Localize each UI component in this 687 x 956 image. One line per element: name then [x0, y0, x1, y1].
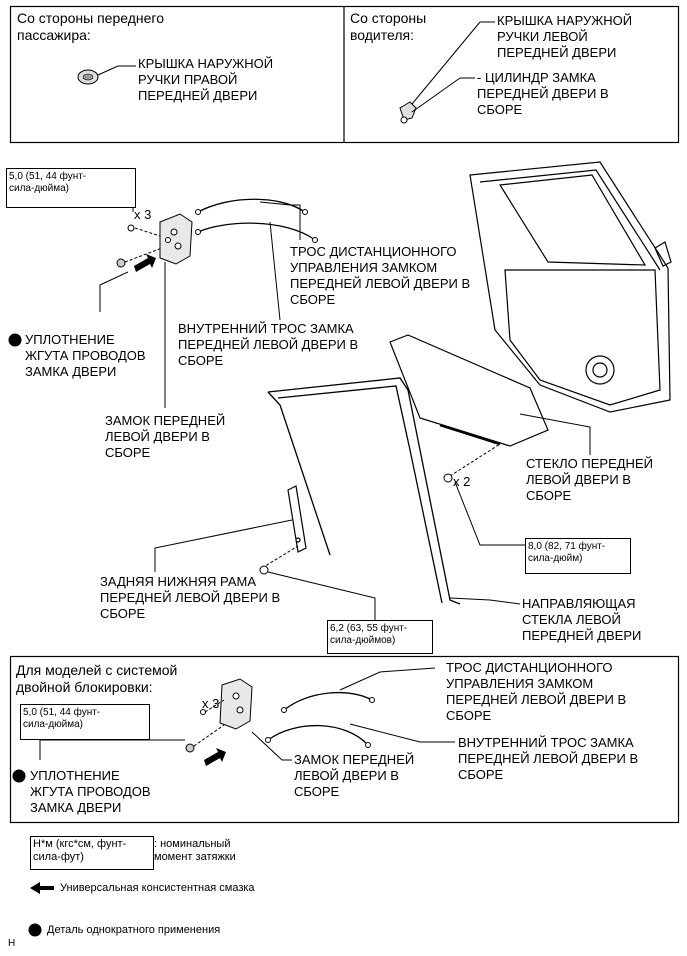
torque-spec-lock: 5,0 (51, 44 фунт- сила-дюйма): [6, 168, 136, 208]
rear-lower-frame-label: ЗАДНЯЯ НИЖНЯЯ РАМА ПЕРЕДНЕЙ ЛЕВОЙ ДВЕРИ …: [100, 574, 281, 621]
inner-lock-cable-label-2: ВНУТРЕННИЙ ТРОС ЗАМКА ПЕРЕДНЕЙ ЛЕВОЙ ДВЕ…: [458, 735, 639, 782]
quantity-x2: x 2: [453, 474, 471, 489]
single-use-mark: [8, 333, 22, 347]
remote-control-cable-label-2: ТРОС ДИСТАНЦИОННОГО УПРАВЛЕНИЯ ЗАМКОМ ПЕ…: [446, 660, 627, 723]
double-lock-heading: Для моделей с системой двойной блокировк…: [16, 662, 178, 695]
torque-spec-lock-2: 5,0 (51, 44 фунт- сила-дюйма): [20, 704, 150, 740]
glass-guide-label: НАПРАВЛЯЮЩАЯ СТЕКЛА ЛЕВОЙ ПЕРЕДНЕЙ ДВЕРИ: [522, 596, 642, 643]
door-lock-label-2: ЗАМОК ПЕРЕДНЕЙ ЛЕВОЙ ДВЕРИ В СБОРЕ: [294, 752, 415, 799]
wire-harness-seal-label-2: УПЛОТНЕНИЕ ЖГУТА ПРОВОДОВ ЗАМКА ДВЕРИ: [30, 768, 151, 815]
torque-spec-glass: 8,0 (82, 71 фунт- сила-дюйм): [525, 538, 631, 574]
grease-arrow-icon: [134, 254, 156, 272]
footer-mark: H: [8, 938, 16, 949]
quantity-x3: x 3: [134, 207, 152, 222]
grease-legend-label: Универсальная консистентная смазка: [60, 882, 255, 894]
door-lock-icon-2: [219, 678, 253, 730]
passenger-handle-cover-icon: [77, 69, 99, 85]
single-use-mark: [12, 769, 26, 783]
door-glass-label: СТЕКЛО ПЕРЕДНЕЙ ЛЕВОЙ ДВЕРИ В СБОРЕ: [526, 456, 653, 503]
door-panel-icon: [469, 161, 672, 413]
grease-legend-icon: [30, 882, 54, 894]
single-use-legend-label: Деталь однократного применения: [47, 924, 221, 936]
door-glass-icon: [389, 334, 549, 447]
single-use-mark: [28, 923, 42, 937]
wire-harness-seal-label: УПЛОТНЕНИЕ ЖГУТА ПРОВОДОВ ЗАМКА ДВЕРИ: [25, 332, 146, 379]
driver-lock-cylinder-icon: [399, 101, 417, 124]
passenger-side-heading: Со стороны переднего пассажира:: [17, 10, 164, 43]
lock-cylinder-label: - ЦИЛИНДР ЗАМКА ПЕРЕДНЕЙ ДВЕРИ В СБОРЕ: [477, 70, 609, 117]
torque-unit-legend: Н*м (кгс*см, фунт- сила-фут): [30, 836, 154, 870]
driver-handle-cover-label: КРЫШКА НАРУЖНОЙ РУЧКИ ЛЕВОЙ ПЕРЕДНЕЙ ДВЕ…: [497, 13, 633, 60]
grease-arrow-icon-2: [204, 748, 226, 766]
torque-legend-description: : номинальный момент затяжки: [154, 838, 236, 863]
remote-control-cable-label: ТРОС ДИСТАНЦИОННОГО УПРАВЛЕНИЯ ЗАМКОМ ПЕ…: [290, 244, 471, 307]
driver-side-heading: Со стороны водителя:: [350, 10, 427, 43]
torque-spec-frame: 6,2 (63, 55 фунт- сила-дюймов): [327, 620, 433, 654]
quantity-x3-2: x 3: [202, 696, 220, 711]
inner-lock-cable-label: ВНУТРЕННИЙ ТРОС ЗАМКА ПЕРЕДНЕЙ ЛЕВОЙ ДВЕ…: [178, 321, 359, 368]
rear-lower-frame-icon: [287, 485, 307, 553]
door-lock-icon: [159, 213, 193, 265]
glass-guide-icon: [267, 377, 461, 605]
door-lock-label: ЗАМОК ПЕРЕДНЕЙ ЛЕВОЙ ДВЕРИ В СБОРЕ: [105, 413, 226, 460]
passenger-handle-cover-label: КРЫШКА НАРУЖНОЙ РУЧКИ ПРАВОЙ ПЕРЕДНЕЙ ДВ…: [138, 56, 274, 103]
